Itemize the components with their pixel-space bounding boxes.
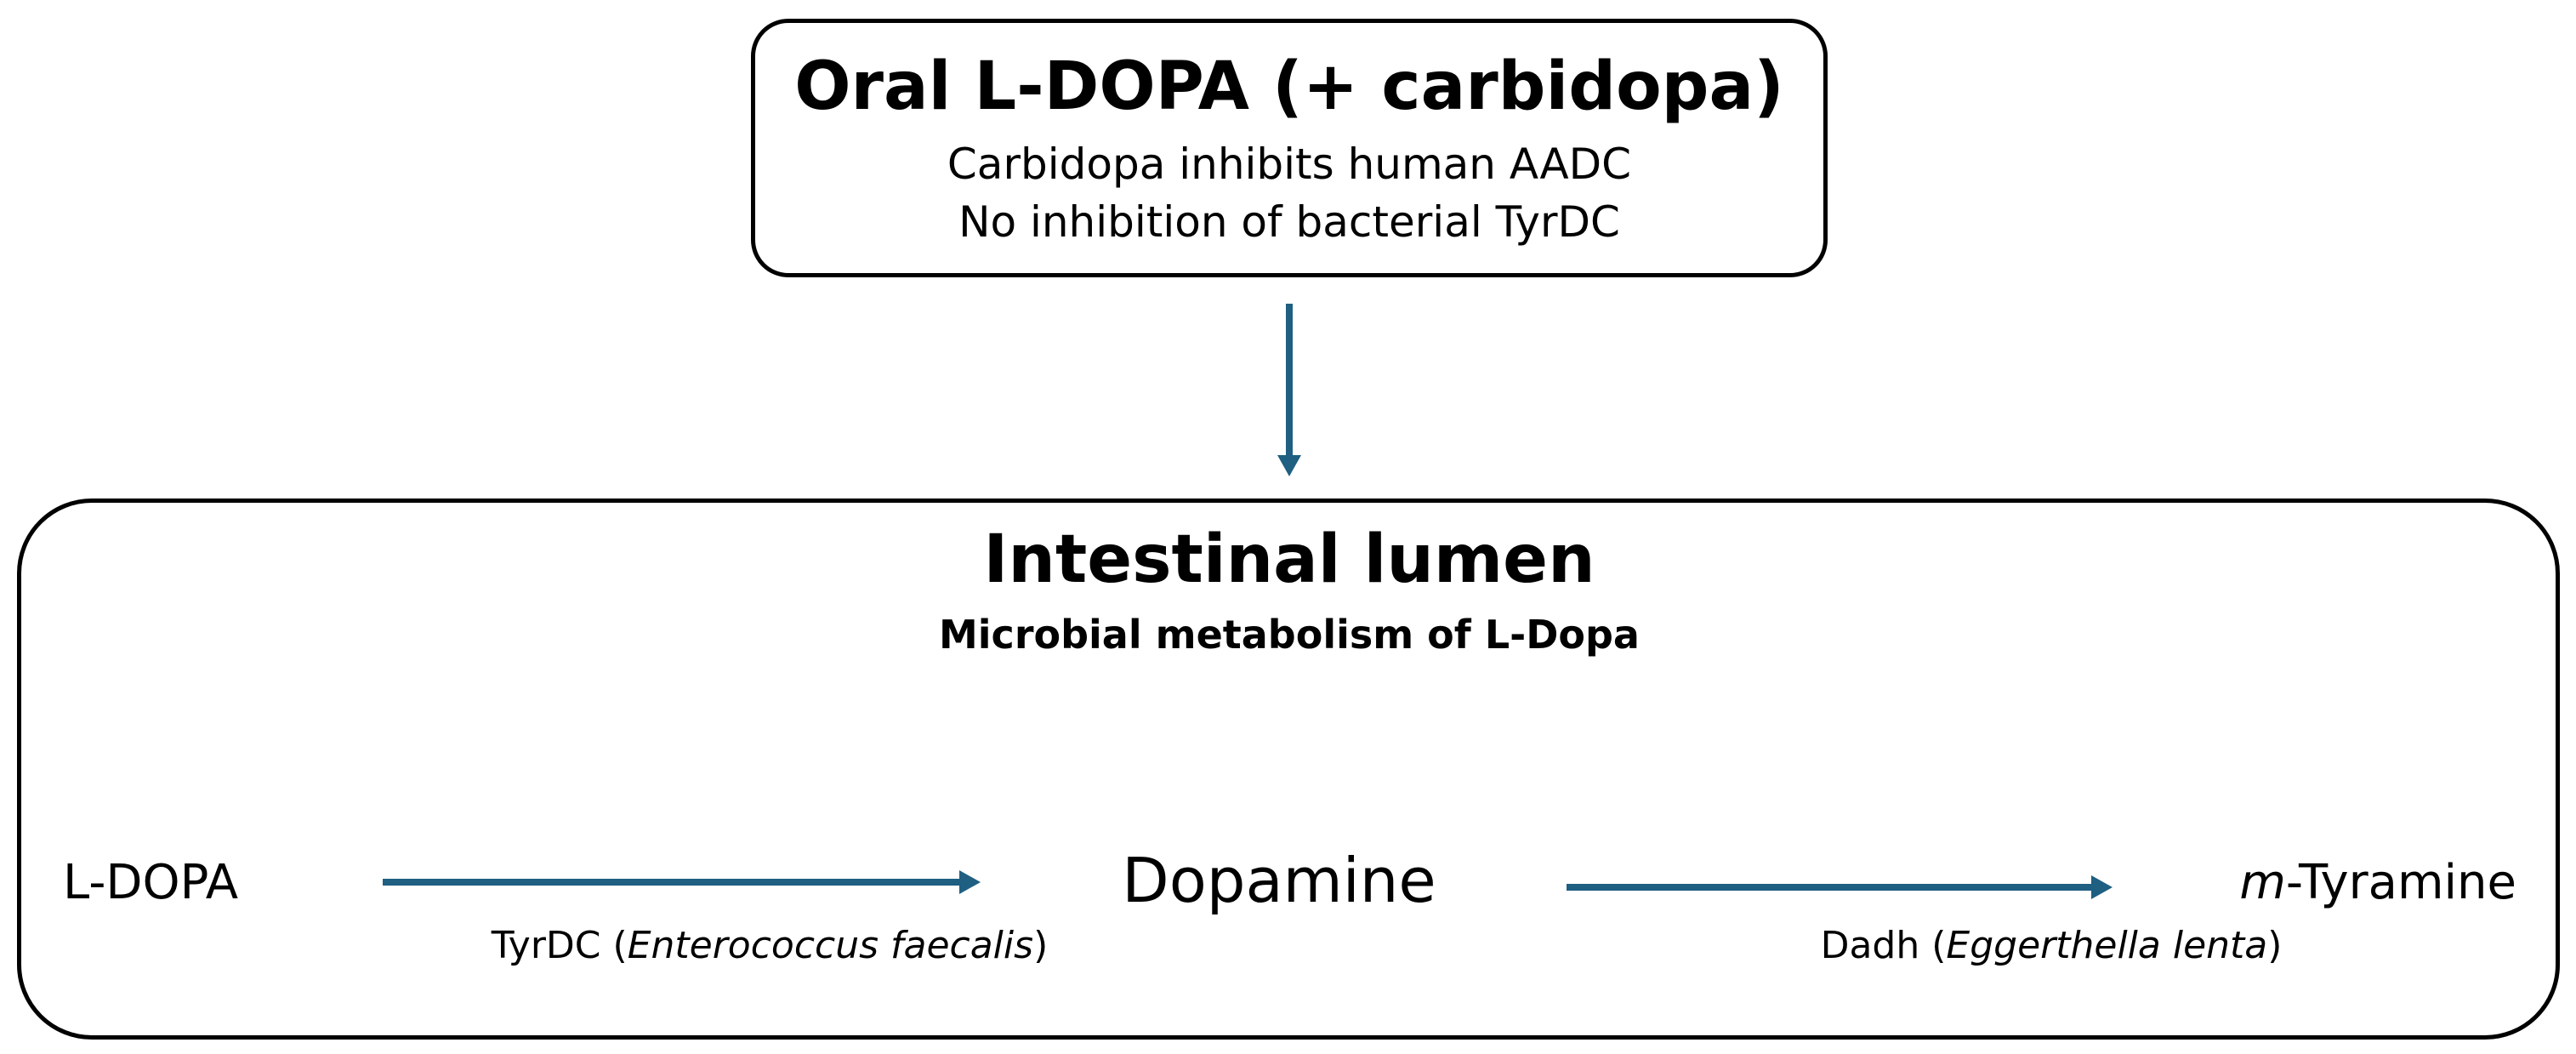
dadh-close-paren: ) bbox=[2267, 924, 2283, 967]
intestinal-lumen-title: Intestinal lumen bbox=[983, 521, 1595, 598]
dadh-name: Dadh bbox=[1820, 924, 1920, 967]
tyrdc-no-inhibition-note: No inhibition of bacterial TyrDC bbox=[958, 197, 1620, 247]
down-arrow bbox=[1277, 304, 1301, 476]
m-tyramine-node: m-Tyramine bbox=[2239, 851, 2516, 915]
intestinal-lumen-box bbox=[17, 499, 2560, 1040]
m-tyramine-rest: -Tyramine bbox=[2285, 855, 2516, 910]
tyrdc-close-paren: ) bbox=[1033, 924, 1049, 967]
m-tyramine-prefix: m bbox=[2239, 855, 2286, 910]
ldopa-node: L-DOPA bbox=[63, 855, 239, 910]
oral-ldopa-box bbox=[751, 19, 1828, 277]
dadh-organism: Eggerthella lenta bbox=[1946, 924, 2268, 967]
carbidopa-inhibition-note: Carbidopa inhibits human AADC bbox=[947, 140, 1632, 189]
tyrdc-organism: Enterococcus faecalis bbox=[627, 924, 1034, 967]
oral-ldopa-title: Oral L-DOPA (+ carbidopa) bbox=[794, 48, 1784, 125]
tyrdc-open-paren: ( bbox=[600, 924, 628, 967]
tyrdc-name: TyrDC bbox=[491, 924, 601, 967]
dadh-open-paren: ( bbox=[1919, 924, 1947, 967]
dopamine-node: Dopamine bbox=[1122, 845, 1436, 916]
microbial-metabolism-subtitle: Microbial metabolism of L-Dopa bbox=[939, 612, 1640, 658]
tyrdc-enzyme-label: TyrDC (Enterococcus faecalis) bbox=[492, 920, 1048, 971]
dadh-enzyme-label: Dadh (Eggerthella lenta) bbox=[1821, 920, 2283, 971]
